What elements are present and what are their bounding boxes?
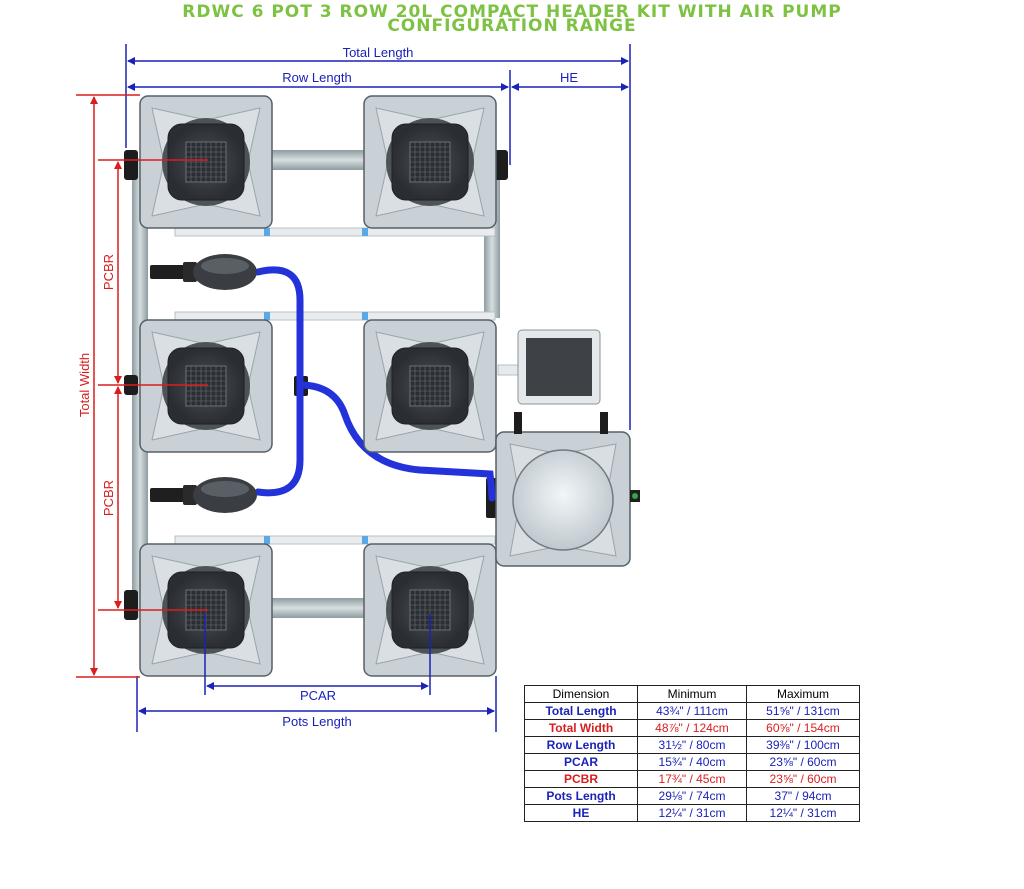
dimension-lines-blue [125,44,631,732]
net-basket [409,589,451,631]
table-row: Total Width 48⅞" / 124cm 60⅝" / 154cm [524,719,860,737]
row-length-label: Row Length [282,70,351,85]
table-row: Row Length 31½" / 80cm 39⅜" / 100cm [524,736,860,754]
table-cell-dimension: HE [524,804,638,822]
table-header: Dimension [524,685,638,703]
table-cell-minimum: 48⅞" / 124cm [637,719,747,737]
pot-6 [363,543,497,677]
table-cell-maximum: 39⅜" / 100cm [746,736,860,754]
he-label: HE [560,70,578,85]
crossbar-row2 [174,311,496,321]
table-cell-maximum: 12¼" / 31cm [746,804,860,822]
pot-3 [139,319,273,453]
table-row: PCBR 17¾" / 45cm 23⅝" / 60cm [524,770,860,788]
table-cell-maximum: 60⅝" / 154cm [746,719,860,737]
table-cell-minimum: 31½" / 80cm [637,736,747,754]
net-basket [185,141,227,183]
table-cell-minimum: 29⅛" / 74cm [637,787,747,805]
pot-link-pipe-row1 [270,150,365,170]
net-basket [409,141,451,183]
net-basket [409,365,451,407]
crossbar-row3 [174,535,496,545]
table-cell-dimension: PCBR [524,770,638,788]
diagram-subtitle: CONFIGURATION RANGE [387,16,637,36]
pcar-label: PCAR [300,688,336,703]
table-row: Total Length 43¾" / 111cm 51⅝" / 131cm [524,702,860,720]
total-width-label: Total Width [77,353,92,417]
air-tubing [254,266,496,502]
table-cell-dimension: Pots Length [524,787,638,805]
net-basket [185,365,227,407]
pot-link-pipe-row3 [270,598,365,618]
table-header-row: Dimension Minimum Maximum [524,685,860,703]
table-cell-maximum: 37" / 94cm [746,787,860,805]
air-stone-bottom [150,477,257,513]
air-stone-top [150,254,257,290]
table-cell-dimension: Row Length [524,736,638,754]
pcbr-top-label: PCBR [101,254,116,290]
table-cell-minimum: 43¾" / 111cm [637,702,747,720]
table-cell-maximum: 23⅝" / 60cm [746,753,860,771]
table-cell-dimension: PCAR [524,753,638,771]
pot-1 [139,95,273,229]
table-cell-minimum: 17¾" / 45cm [637,770,747,788]
table-header: Maximum [746,685,860,703]
table-cell-dimension: Total Length [524,702,638,720]
pots [139,95,497,677]
controller-reservoir [495,412,640,567]
table-header: Minimum [637,685,747,703]
dimension-range-table: Dimension Minimum Maximum Total Length 4… [524,685,860,822]
total-length-label: Total Length [343,45,414,60]
pcbr-bottom-label: PCBR [101,480,116,516]
table-cell-minimum: 12¼" / 31cm [637,804,747,822]
table-cell-maximum: 23⅝" / 60cm [746,770,860,788]
table-cell-dimension: Total Width [524,719,638,737]
pot-2 [363,95,497,229]
air-pump [517,329,601,405]
pot-4 [363,319,497,453]
diagram-title: RDWC 6 POT 3 ROW 20L COMPACT HEADER KIT … [182,2,842,22]
controller-lid [512,449,614,551]
dimension-lines-red [76,94,208,678]
table-row: HE 12¼" / 31cm 12¼" / 31cm [524,804,860,822]
crossbar-row1 [174,227,496,237]
table-cell-minimum: 15¾" / 40cm [637,753,747,771]
table-cell-maximum: 51⅝" / 131cm [746,702,860,720]
table-row: PCAR 15¾" / 40cm 23⅝" / 60cm [524,753,860,771]
table-row: Pots Length 29⅛" / 74cm 37" / 94cm [524,787,860,805]
pots-length-label: Pots Length [282,714,351,729]
